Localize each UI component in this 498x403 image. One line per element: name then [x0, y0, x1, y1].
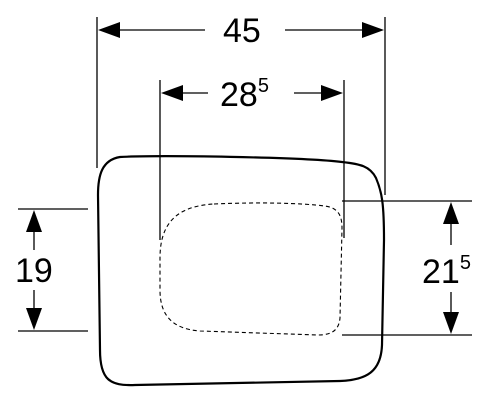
arrow-left-icon [98, 22, 120, 38]
right-height-dimension: 215 [342, 200, 472, 336]
arrow-right-icon [321, 85, 343, 101]
overall-width-dimension: 45 [96, 12, 386, 195]
seat-outline [96, 155, 386, 387]
right-height-label: 215 [422, 252, 471, 291]
hinge-spacing-value: 28 [220, 76, 258, 114]
overall-width-label: 45 [223, 12, 261, 50]
hinge-spacing-dimension: 285 [159, 75, 345, 240]
right-height-superscript: 5 [460, 252, 471, 274]
seat-opening-hidden-line [159, 202, 343, 336]
hinge-spacing-label: 285 [220, 75, 269, 114]
arrow-up-icon [443, 202, 459, 224]
left-height-label: 19 [15, 252, 53, 290]
arrow-left-icon [161, 85, 183, 101]
left-height-dimension: 19 [15, 208, 88, 332]
arrow-up-icon [26, 210, 42, 232]
hinge-spacing-superscript: 5 [258, 75, 269, 97]
arrow-down-icon [26, 308, 42, 330]
arrow-down-icon [443, 312, 459, 334]
arrow-right-icon [362, 22, 384, 38]
right-height-value: 21 [422, 253, 460, 291]
